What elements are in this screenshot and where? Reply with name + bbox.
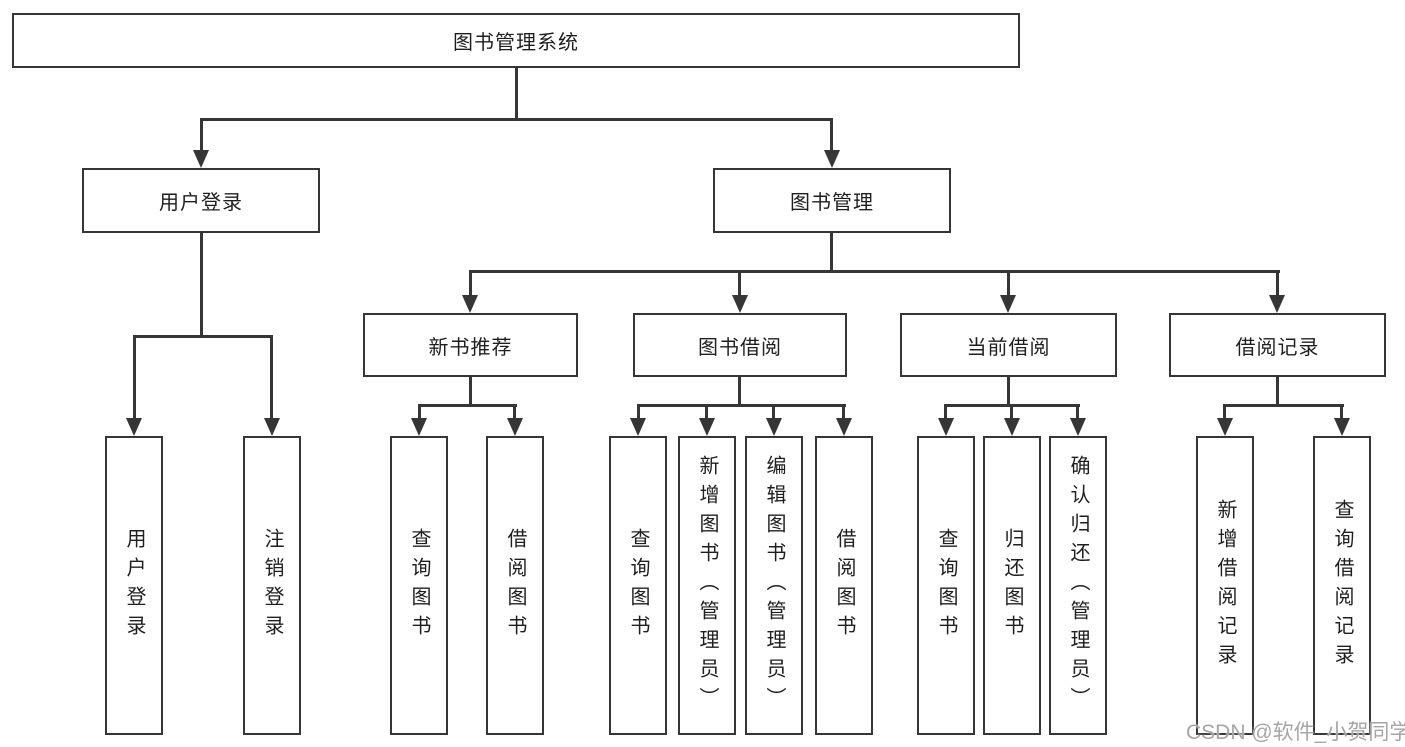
connector-line (513, 404, 516, 422)
connector-line (772, 404, 775, 422)
arrowhead-down-icon (766, 418, 782, 436)
csdn-watermark: CSDN @软件_小贺同学 (1186, 721, 1405, 744)
connector-line (1223, 404, 1226, 422)
connector-line (469, 270, 1280, 273)
connector-line (830, 233, 833, 273)
node-user-login: 用户登录 (82, 168, 320, 233)
arrowhead-down-icon (1004, 418, 1020, 436)
leaf-recommend-query-books: 查询图书 (390, 436, 448, 735)
connector-line (133, 335, 273, 338)
node-label: 新书推荐 (428, 336, 513, 359)
connector-line (1007, 377, 1010, 407)
node-label: 新增图书（管理员） (696, 455, 718, 716)
arrowhead-down-icon (462, 295, 478, 313)
node-label: 借阅记录 (1235, 336, 1320, 359)
arrowhead-down-icon (938, 418, 954, 436)
arrowhead-down-icon (1000, 295, 1016, 313)
arrowhead-down-icon (824, 150, 840, 168)
connector-line (133, 335, 136, 422)
node-library-management-system: 图书管理系统 (12, 13, 1020, 68)
node-label: 新增借阅记录 (1214, 498, 1236, 673)
leaf-query-borrow-record: 查询借阅记录 (1313, 436, 1371, 735)
node-book-management: 图书管理 (713, 168, 951, 233)
node-label: 图书管理系统 (453, 32, 579, 54)
arrowhead-down-icon (1217, 418, 1233, 436)
node-new-book-recommend: 新书推荐 (363, 313, 578, 377)
leaf-confirm-return-admin: 确认归还（管理员） (1049, 436, 1107, 735)
node-label: 注销登录 (261, 527, 283, 644)
node-label: 查询借阅记录 (1331, 498, 1353, 673)
connector-line (637, 404, 640, 422)
leaf-current-query-books: 查询图书 (917, 436, 975, 735)
arrowhead-down-icon (732, 295, 748, 313)
leaf-user-login: 用户登录 (105, 436, 163, 735)
connector-line (705, 404, 708, 422)
connector-line (200, 233, 203, 337)
node-label: 借阅图书 (833, 527, 855, 644)
leaf-add-borrow-record: 新增借阅记录 (1196, 436, 1254, 735)
leaf-borrowing-query-books: 查询图书 (609, 436, 667, 735)
connector-line (469, 377, 472, 407)
connector-line (637, 404, 846, 407)
node-label: 借阅图书 (504, 527, 526, 644)
node-borrow-records: 借阅记录 (1169, 313, 1386, 377)
leaf-edit-books-admin: 编辑图书（管理员） (745, 436, 803, 735)
connector-line (1340, 404, 1343, 422)
node-label: 查询图书 (408, 527, 430, 644)
node-label: 编辑图书（管理员） (763, 455, 785, 716)
connector-line (944, 404, 947, 422)
node-current-borrowing: 当前借阅 (900, 313, 1117, 377)
connector-line (1276, 270, 1279, 298)
leaf-return-books: 归还图书 (983, 436, 1041, 735)
node-label: 当前借阅 (966, 336, 1051, 359)
arrowhead-down-icon (1269, 295, 1285, 313)
arrowhead-down-icon (1070, 418, 1086, 436)
arrowhead-down-icon (126, 418, 142, 436)
arrowhead-down-icon (1334, 418, 1350, 436)
arrowhead-down-icon (699, 418, 715, 436)
node-label: 查询图书 (627, 527, 649, 644)
node-label: 确认归还（管理员） (1067, 455, 1089, 716)
connector-line (200, 118, 833, 121)
leaf-add-books-admin: 新增图书（管理员） (678, 436, 736, 735)
leaf-recommend-borrow-books: 借阅图书 (486, 436, 544, 735)
node-label: 用户登录 (159, 192, 243, 214)
arrowhead-down-icon (264, 418, 280, 436)
node-label: 图书管理 (790, 192, 874, 214)
arrowhead-down-icon (411, 418, 427, 436)
connector-line (270, 335, 273, 422)
node-book-borrowing: 图书借阅 (633, 313, 847, 377)
connector-line (1223, 404, 1344, 407)
connector-line (418, 404, 421, 422)
connector-line (1276, 377, 1279, 407)
connector-line (469, 270, 472, 298)
connector-line (1007, 270, 1010, 298)
connector-line (1076, 404, 1079, 422)
arrowhead-down-icon (836, 418, 852, 436)
connector-line (738, 377, 741, 407)
node-label: 归还图书 (1001, 527, 1023, 644)
connector-line (738, 270, 741, 298)
connector-line (515, 68, 518, 120)
connector-line (1010, 404, 1013, 422)
node-label: 查询图书 (935, 527, 957, 644)
node-label: 用户登录 (123, 527, 145, 644)
arrowhead-down-icon (507, 418, 523, 436)
arrowhead-down-icon (193, 150, 209, 168)
connector-line (200, 118, 203, 152)
leaf-logout: 注销登录 (243, 436, 301, 735)
node-label: 图书借阅 (698, 336, 782, 359)
leaf-borrow-books: 借阅图书 (815, 436, 873, 735)
connector-line (418, 404, 517, 407)
arrowhead-down-icon (630, 418, 646, 436)
connector-line (842, 404, 845, 422)
connector-line (830, 118, 833, 152)
